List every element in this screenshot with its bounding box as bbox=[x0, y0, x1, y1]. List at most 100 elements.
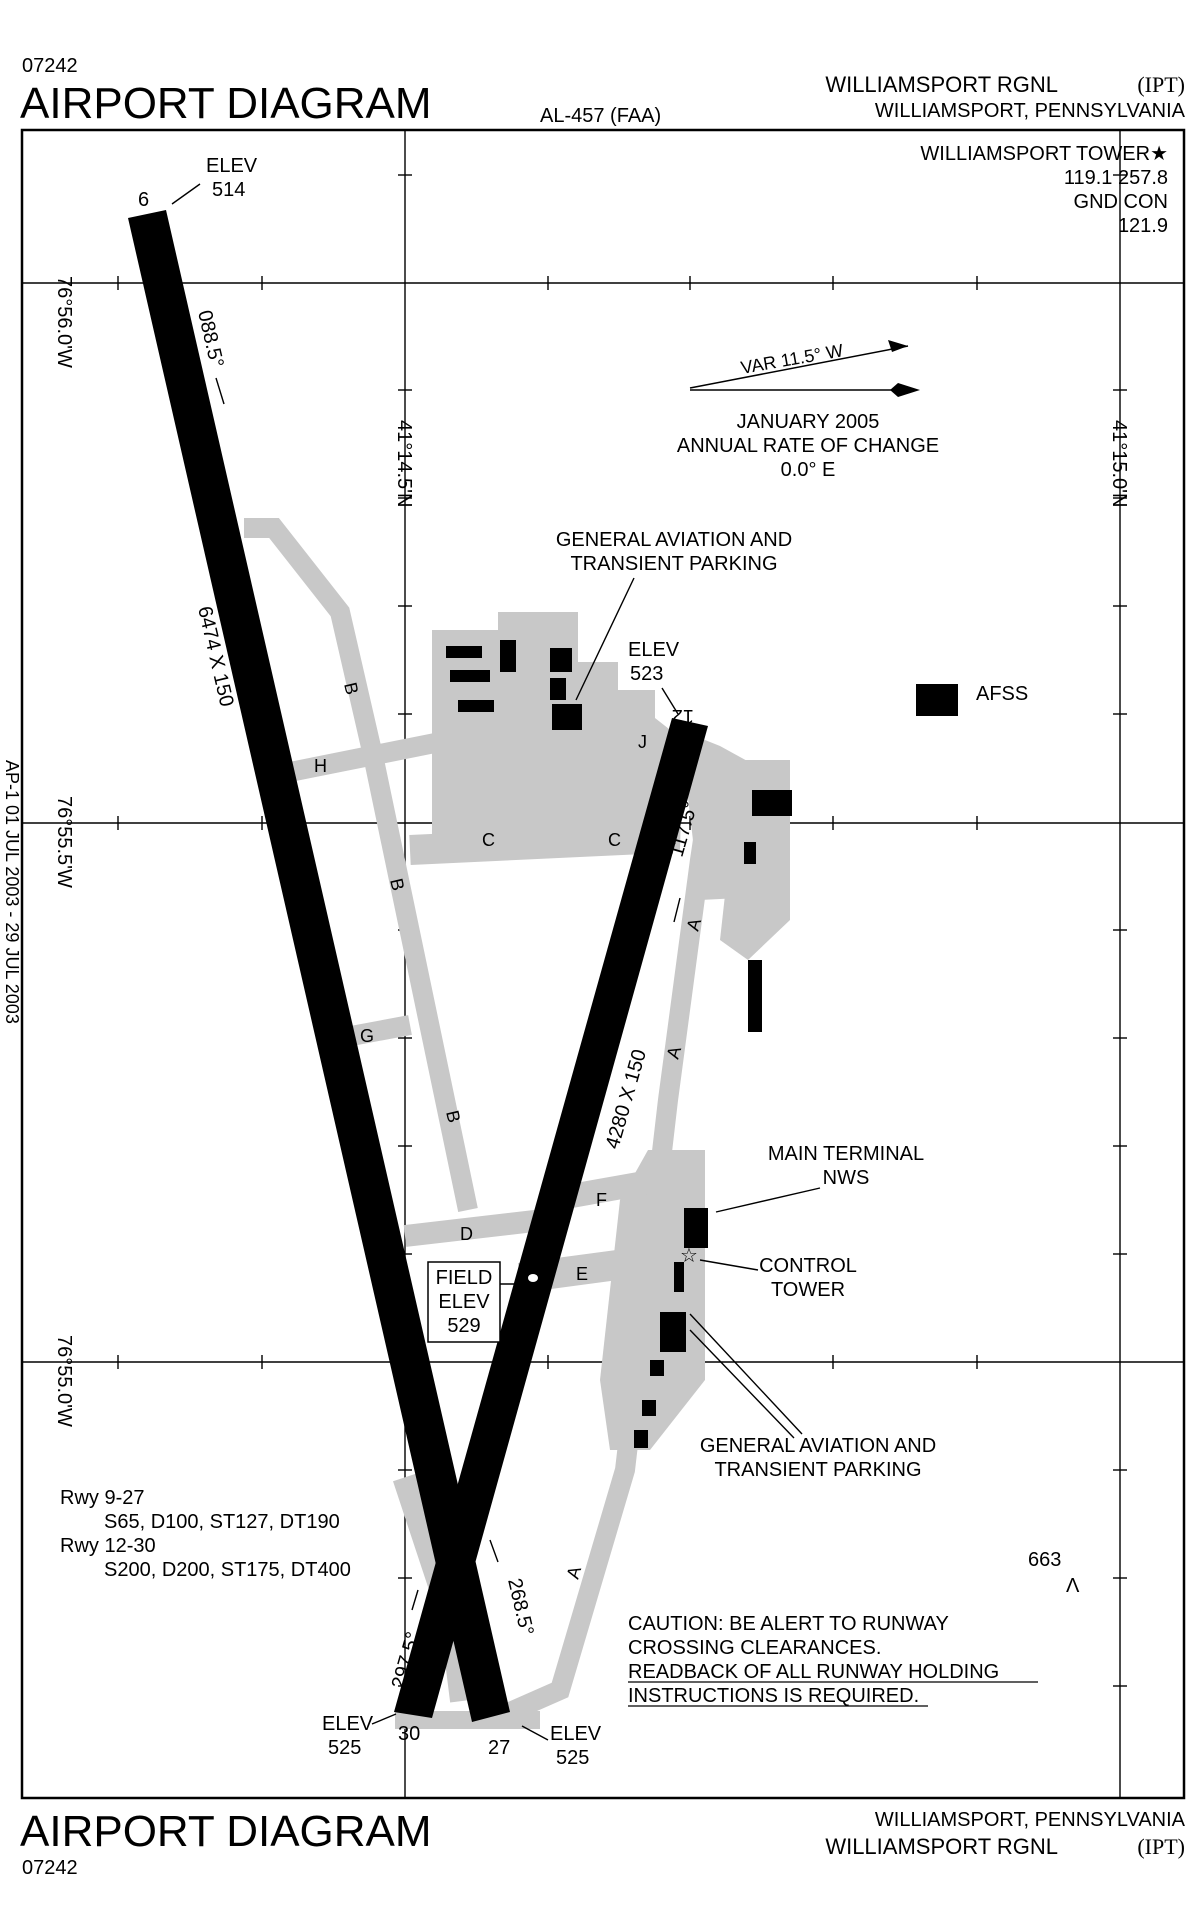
nws-label: NWS bbox=[823, 1167, 870, 1189]
runway-12-elev-label: ELEV bbox=[628, 639, 680, 661]
runway-end-6: 6 bbox=[138, 189, 149, 211]
airport-id-bottom: (IPT) bbox=[1137, 1834, 1185, 1859]
runway-12-elev-arrow bbox=[661, 687, 679, 715]
building-9 bbox=[744, 842, 756, 864]
building-7 bbox=[552, 704, 582, 730]
taxiway-lines bbox=[244, 518, 722, 1729]
taxiway-label-c2: C bbox=[608, 830, 621, 850]
runway-center-marker bbox=[528, 1274, 538, 1282]
longitude-label-1: 76°56.0'W bbox=[53, 276, 75, 368]
taxiway-label-a3: A bbox=[563, 1564, 586, 1581]
taxiway-label-e: E bbox=[576, 1264, 588, 1284]
chart-number-top: 07242 bbox=[22, 55, 78, 77]
ground-label: GND CON bbox=[1074, 191, 1168, 213]
chart-number-bottom: 07242 bbox=[22, 1857, 78, 1879]
variation-rate-label: ANNUAL RATE OF CHANGE bbox=[677, 435, 939, 457]
taxiway-label-h: H bbox=[314, 756, 327, 776]
field-elev-line3: 529 bbox=[447, 1315, 480, 1337]
footer-title: AIRPORT DIAGRAM bbox=[20, 1807, 432, 1856]
taxiway-label-g: G bbox=[360, 1026, 374, 1046]
runway-6-heading-arrow bbox=[215, 377, 225, 405]
obstacle-icon: Λ bbox=[1066, 1575, 1080, 1597]
location-bottom: WILLIAMSPORT, PENNSYLVANIA bbox=[875, 1809, 1186, 1831]
runway-6-elev-arrow bbox=[171, 183, 201, 205]
ground-frequency: 121.9 bbox=[1118, 215, 1168, 237]
ga-parking-south-line1: GENERAL AVIATION AND bbox=[700, 1435, 936, 1457]
longitude-label-2: 76°55.5'W bbox=[53, 796, 75, 888]
runway-end-12: 12 bbox=[672, 705, 694, 727]
side-effective-dates: AP-1 01 JUL 2003 - 29 JUL 2003 bbox=[2, 760, 22, 1024]
runway-27-elev-label: ELEV bbox=[550, 1723, 602, 1745]
taxiway-c bbox=[409, 823, 666, 865]
caution-line2: CROSSING CLEARANCES. bbox=[628, 1637, 881, 1659]
control-tower-leader bbox=[699, 1259, 759, 1271]
ga-parking-north-line2: TRANSIENT PARKING bbox=[570, 553, 777, 575]
taxiway-b bbox=[244, 518, 478, 1213]
main-terminal-building bbox=[684, 1208, 708, 1248]
building-3 bbox=[458, 700, 494, 712]
building-4 bbox=[500, 640, 516, 672]
main-terminal-label: MAIN TERMINAL bbox=[768, 1143, 924, 1165]
runway-30-elev: 525 bbox=[328, 1737, 361, 1759]
runway-end-30: 30 bbox=[398, 1723, 420, 1745]
latitude-label-1: 41°14.5'N bbox=[393, 420, 415, 507]
taxiway-label-b1: B bbox=[340, 680, 362, 696]
ga-parking-south-line2: TRANSIENT PARKING bbox=[714, 1459, 921, 1481]
taxiway-label-d: D bbox=[460, 1224, 473, 1244]
taxiway-label-a1: A bbox=[683, 916, 706, 933]
building-6 bbox=[550, 678, 566, 700]
building-1 bbox=[446, 646, 482, 658]
building-11 bbox=[674, 1262, 684, 1292]
taxiway-label-j: J bbox=[638, 732, 647, 752]
caution-line3: READBACK OF ALL RUNWAY HOLDING bbox=[628, 1661, 999, 1683]
control-tower-icon: ☆ bbox=[680, 1245, 698, 1267]
taxiway-a bbox=[505, 778, 722, 1722]
caution-line4: INSTRUCTIONS IS REQUIRED. bbox=[628, 1685, 919, 1707]
caution-line1: CAUTION: BE ALERT TO RUNWAY bbox=[628, 1613, 949, 1635]
building-14 bbox=[642, 1400, 656, 1416]
control-tower-label-line1: CONTROL bbox=[759, 1255, 857, 1277]
weight-bearing-rwy-b: Rwy 12-30 bbox=[60, 1535, 156, 1557]
building-8 bbox=[752, 790, 792, 816]
variation-arrows bbox=[689, 340, 920, 397]
control-tower-label-line2: TOWER bbox=[771, 1279, 845, 1301]
runway-6-elev: 514 bbox=[212, 179, 245, 201]
longitude-label-3: 76°55.0'W bbox=[53, 1335, 75, 1427]
runway-6-24 bbox=[128, 210, 510, 1722]
airport-name-top: WILLIAMSPORT RGNL bbox=[825, 72, 1058, 97]
weight-bearing-rwy-b-values: S200, D200, ST175, DT400 bbox=[104, 1559, 351, 1581]
taxiway-label-b3: B bbox=[442, 1108, 464, 1124]
taxiway-label-b2: B bbox=[386, 876, 408, 892]
ga-parking-south-leader-2 bbox=[689, 1329, 795, 1439]
afss-building bbox=[916, 684, 958, 716]
procedure-id: AL-457 (FAA) bbox=[540, 105, 661, 127]
tower-label: WILLIAMSPORT TOWER★ bbox=[920, 143, 1168, 165]
ga-parking-north-leader bbox=[575, 577, 635, 701]
variation-rate-value: 0.0° E bbox=[781, 459, 836, 481]
field-elevation-box bbox=[427, 1261, 501, 1343]
airport-id-top: (IPT) bbox=[1137, 72, 1185, 97]
ga-parking-north-line1: GENERAL AVIATION AND bbox=[556, 529, 792, 551]
field-elev-line1: FIELD bbox=[436, 1267, 493, 1289]
page-title: AIRPORT DIAGRAM bbox=[20, 79, 432, 128]
building-2 bbox=[450, 670, 490, 682]
runway-30-elev-label: ELEV bbox=[322, 1713, 374, 1735]
location-top: WILLIAMSPORT, PENNSYLVANIA bbox=[875, 100, 1186, 122]
afss-label: AFSS bbox=[976, 683, 1028, 705]
runway-end-27: 27 bbox=[488, 1737, 510, 1759]
tower-frequency: 119.1 257.8 bbox=[1064, 167, 1168, 189]
building-13 bbox=[650, 1360, 664, 1376]
coordinate-grid bbox=[22, 130, 1184, 1798]
main-terminal-leader bbox=[715, 1187, 821, 1213]
latitude-label-2: 41°15.0'N bbox=[1108, 420, 1130, 507]
variation-date: JANUARY 2005 bbox=[737, 411, 880, 433]
taxiway-label-c1: C bbox=[482, 830, 495, 850]
runway-27-elev: 525 bbox=[556, 1747, 589, 1769]
weight-bearing-rwy-a-values: S65, D100, ST127, DT190 bbox=[104, 1511, 340, 1533]
runway-12-elev: 523 bbox=[630, 663, 663, 685]
building-5 bbox=[550, 648, 572, 672]
runway-6-elev-label: ELEV bbox=[206, 155, 258, 177]
building-12 bbox=[660, 1312, 686, 1352]
runway-30-elev-arrow bbox=[371, 1713, 397, 1725]
